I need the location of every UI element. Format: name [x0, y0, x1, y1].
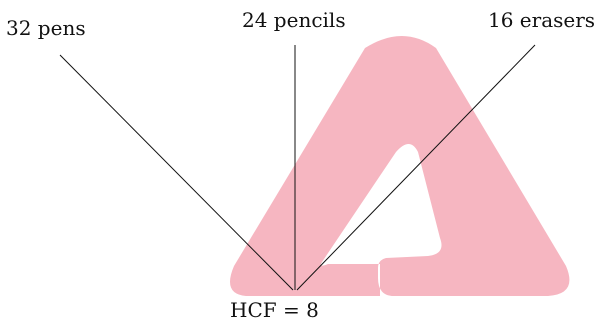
label-hcf-result: HCF = 8	[230, 298, 319, 322]
label-erasers: 16 erasers	[488, 8, 596, 32]
line-pens	[59, 54, 294, 291]
label-pencils: 24 pencils	[242, 8, 346, 32]
line-erasers	[296, 44, 536, 291]
watermark-shape	[230, 36, 570, 296]
label-pens: 32 pens	[6, 16, 86, 40]
connector-lines	[59, 44, 536, 291]
watermark-logo-icon	[230, 36, 570, 296]
